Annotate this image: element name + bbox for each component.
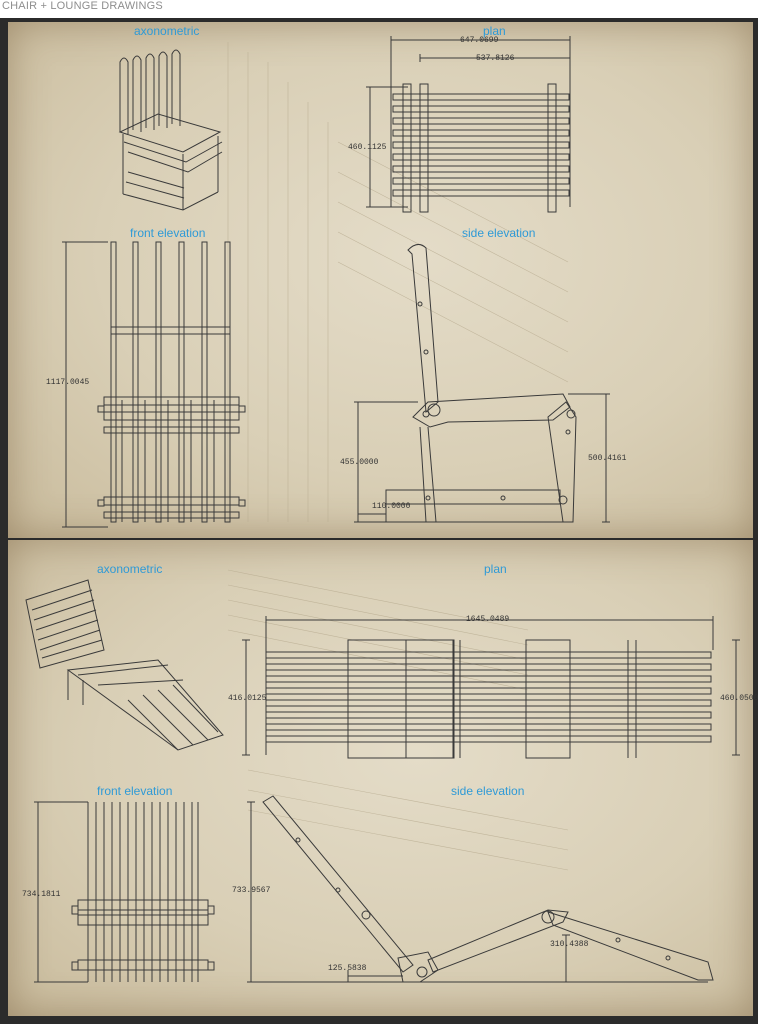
lounge-plan-heading: plan: [484, 562, 507, 576]
lounge-axonometric-drawing: [25, 579, 224, 751]
chair-side-seat-height-dim: 455.0000: [340, 458, 379, 467]
lounge-side-elevation-heading: side elevation: [451, 784, 525, 798]
chair-linework: [62, 36, 610, 528]
lounge-front-height-dim: 734.1811: [22, 890, 61, 899]
chair-plan-drawing: [366, 36, 571, 213]
ghost-lines: [227, 569, 569, 871]
lounge-front-elevation-heading: front elevation: [97, 784, 173, 798]
page-title: CHAIR + LOUNGE DRAWINGS: [2, 0, 163, 12]
lounge-side-elevation-drawing: [247, 795, 714, 983]
chair-axonometric-heading: axonometric: [134, 24, 200, 38]
lounge-drawing-board: axonometric plan front elevation side el…: [8, 540, 758, 1016]
chair-plan-width-outer-dim: 647.0699: [460, 36, 499, 45]
chair-plan-depth-dim: 460.1125: [348, 143, 387, 152]
chair-front-height-dim: 1117.0045: [46, 378, 90, 387]
chair-plan-width-inner-dim: 537.8126: [476, 54, 515, 63]
chair-front-elevation-heading: front elevation: [130, 226, 206, 240]
chair-side-leg-offset-dim: 110.0000: [372, 502, 411, 511]
lounge-side-height-dim: 733.9567: [232, 886, 271, 895]
lounge-plan-slats: [265, 651, 712, 743]
lounge-plan-length-dim: 1645.0489: [466, 615, 510, 624]
chair-side-elevation-heading: side elevation: [462, 226, 536, 240]
lounge-side-offset-dim: 125.5838: [328, 964, 367, 973]
chair-drawing-board: axonometric plan front elevation side el…: [8, 22, 753, 538]
chair-axonometric-drawing: [118, 49, 223, 211]
lounge-linework: [25, 569, 740, 983]
lounge-side-rise-dim: 310.4388: [550, 940, 589, 949]
chair-side-height-dim: 500.4161: [588, 454, 627, 463]
chair-side-elevation-drawing: [354, 244, 610, 523]
lounge-plan-width-right-dim: 460.0500: [720, 694, 758, 703]
lounge-front-elevation-drawing: [34, 801, 215, 983]
lounge-plan-width-left-dim: 416.0125: [228, 694, 267, 703]
chair-front-elevation-drawing: [62, 241, 246, 528]
lounge-plan-drawing: [242, 616, 740, 759]
chair-plan-slats: [392, 93, 570, 197]
lounge-axonometric-heading: axonometric: [97, 562, 163, 576]
ghost-lines: [227, 42, 569, 522]
chair-plan-heading: plan: [483, 24, 506, 38]
